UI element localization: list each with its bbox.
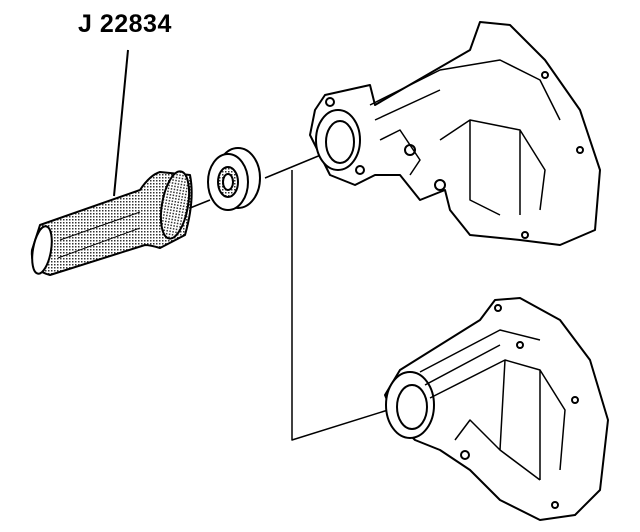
- alternate-housing-bracket: [291, 170, 421, 441]
- tool-callout-label: J 22834: [78, 10, 172, 38]
- oil-seal: [207, 147, 261, 211]
- callout-leader-line: [113, 49, 129, 197]
- transfer-case-housing-upper: [309, 21, 601, 246]
- seal-installer-tool: [30, 170, 193, 276]
- transfer-case-housing-lower: [384, 297, 609, 521]
